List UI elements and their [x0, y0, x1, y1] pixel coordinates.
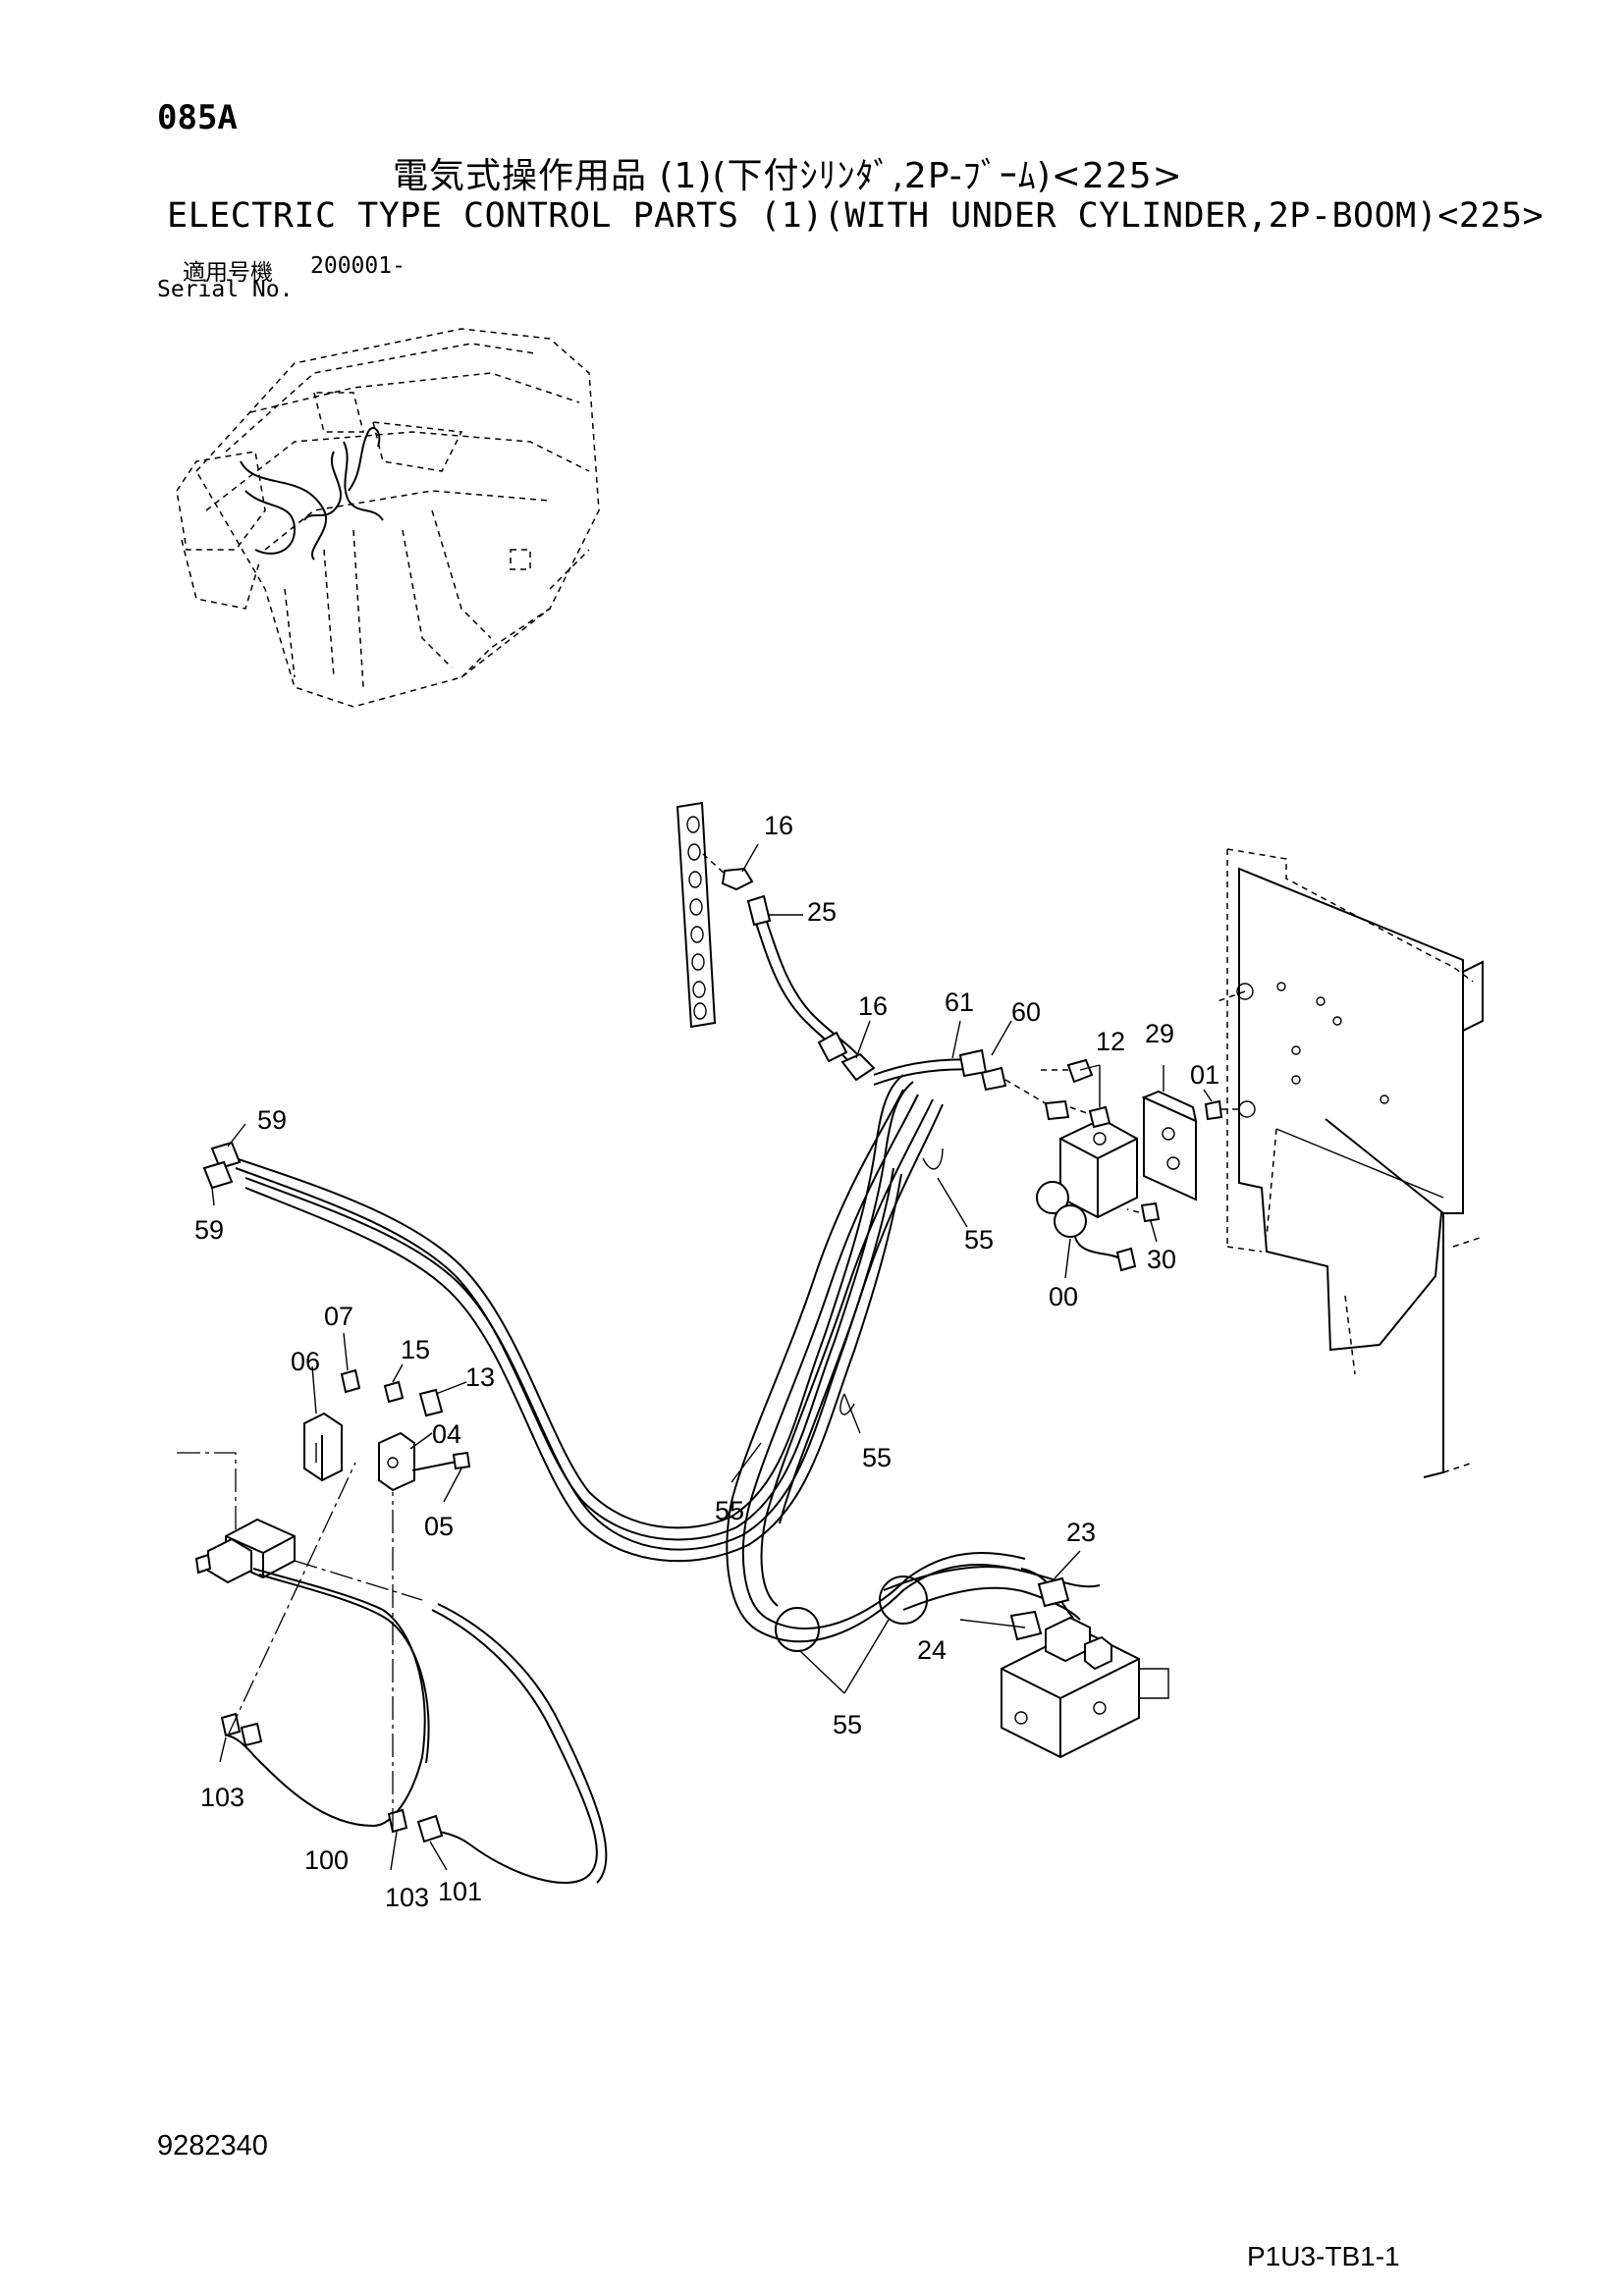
callout-06: 06 [291, 1347, 320, 1376]
hoses-23-24 [775, 1566, 1101, 1652]
callout-101: 101 [438, 1877, 482, 1906]
hose-100 [227, 1568, 430, 1828]
hose-25 [746, 894, 858, 1063]
left-valve-block [194, 1518, 296, 1584]
callout-100: 100 [304, 1845, 349, 1875]
callout-04: 04 [432, 1419, 461, 1449]
callout-24: 24 [917, 1635, 947, 1665]
callout-15: 15 [401, 1335, 430, 1364]
callout-59-lower: 59 [194, 1215, 224, 1245]
bolt-01 [1204, 1099, 1242, 1121]
callout-13: 13 [465, 1362, 495, 1392]
callout-55-upper: 55 [964, 1225, 994, 1255]
serial-number-value: 200001- [310, 253, 406, 279]
connection-chain-lines [177, 1452, 423, 1832]
frame-panel-right [1217, 848, 1484, 1478]
sheet-code: P1U3-TB1-1 [1247, 2241, 1400, 2271]
callout-30: 30 [1147, 1245, 1176, 1274]
block-04 [378, 1431, 415, 1492]
callout-103-left: 103 [200, 1783, 244, 1812]
callout-29: 29 [1145, 1019, 1174, 1048]
fitting-16-middle [840, 1052, 876, 1082]
callout-16-middle: 16 [858, 991, 888, 1021]
leader-lines [211, 843, 1213, 1871]
fitting-13 [418, 1388, 444, 1417]
hose-bundle-main [202, 1074, 914, 1563]
mounting-plate-vertical [676, 801, 717, 1029]
callout-60: 60 [1011, 997, 1041, 1027]
bracket-29 [1141, 1090, 1198, 1201]
document-number: 9282340 [157, 2130, 268, 2162]
callout-01: 01 [1190, 1060, 1219, 1090]
callout-55-lower: 55 [833, 1710, 862, 1739]
callout-labels: 16 25 16 61 60 12 29 01 59 59 55 30 00 0… [194, 811, 1219, 1912]
hoses-60-61 [873, 1048, 1070, 1121]
bolt-05 [411, 1451, 471, 1471]
title-english: ELECTRIC TYPE CONTROL PARTS (1)(WITH UND… [167, 196, 1544, 236]
solenoid-valve-00 [1036, 1117, 1138, 1272]
hose-bundle-lower [726, 1089, 1026, 1643]
callout-16-upper: 16 [764, 811, 793, 840]
callout-103-right: 103 [385, 1883, 429, 1912]
excavator-cab-overview-illustration [176, 328, 600, 708]
fitting-16-upper [702, 853, 754, 891]
bracket-06 [303, 1412, 343, 1482]
bolt-15 [383, 1380, 405, 1404]
callout-00: 00 [1049, 1282, 1078, 1311]
callout-25: 25 [807, 897, 837, 927]
title-japanese: 電気式操作用品 (1)(下付ｼﾘﾝﾀﾞ,2P-ﾌﾞｰﾑ)<225> [393, 156, 1183, 196]
callout-07: 07 [324, 1302, 353, 1331]
page-code: 085A [157, 98, 238, 137]
hose-101 [416, 1603, 608, 1884]
callout-23: 23 [1066, 1518, 1096, 1547]
bolt-07 [340, 1368, 361, 1394]
fittings-12 [1041, 1058, 1111, 1129]
callout-61: 61 [945, 988, 974, 1017]
bolt-30 [1126, 1201, 1161, 1223]
callout-55-left: 55 [715, 1496, 744, 1525]
callout-59-upper: 59 [257, 1105, 287, 1135]
serial-label-japanese: 適用号機 [183, 260, 273, 286]
callout-55-right: 55 [862, 1443, 892, 1472]
callout-12: 12 [1096, 1027, 1125, 1056]
serial-label-english: Serial No. [157, 277, 294, 302]
control-valve-block [1001, 1616, 1169, 1759]
callout-05: 05 [424, 1512, 454, 1541]
